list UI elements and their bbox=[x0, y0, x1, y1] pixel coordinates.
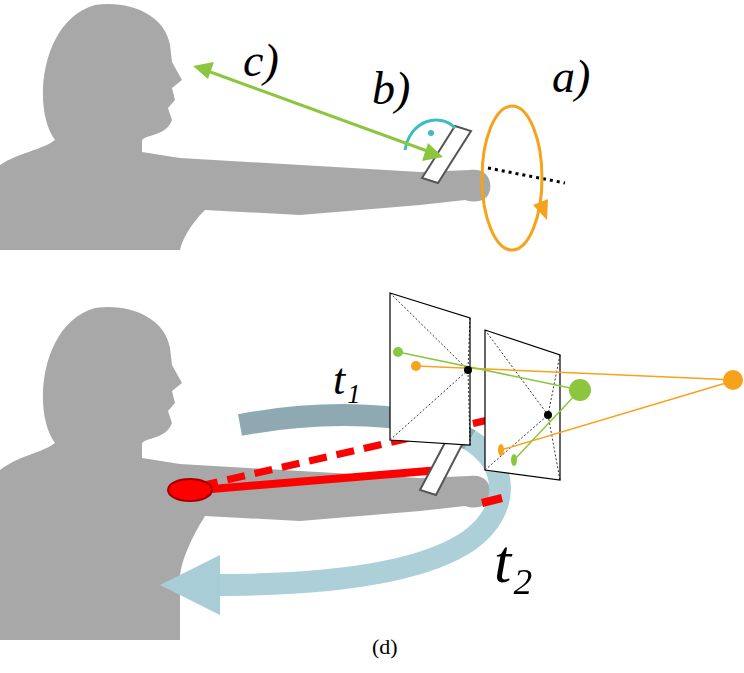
world-point bbox=[723, 370, 743, 390]
arm-line-t2 bbox=[482, 498, 502, 503]
time-label: t₂ bbox=[494, 530, 533, 592]
shoulder-joint bbox=[168, 479, 212, 501]
phone bbox=[422, 126, 471, 183]
arrow-head bbox=[422, 143, 443, 161]
callout-label: b) bbox=[372, 66, 410, 112]
image-point bbox=[511, 454, 517, 466]
callout-label: c) bbox=[243, 38, 279, 84]
arm-line-t2 bbox=[200, 470, 440, 490]
arrow-head bbox=[160, 555, 220, 615]
image-plane bbox=[390, 293, 470, 445]
image-plane bbox=[485, 330, 560, 480]
callout-label: a) bbox=[552, 54, 590, 100]
rotation-axis bbox=[488, 168, 565, 183]
camera-center bbox=[544, 411, 552, 419]
angle-dot bbox=[428, 130, 434, 136]
phone bbox=[420, 437, 464, 495]
figure-caption: (d) bbox=[372, 636, 398, 658]
person-silhouette bbox=[0, 4, 490, 250]
image-point bbox=[393, 347, 403, 357]
camera-center bbox=[464, 366, 472, 374]
arrow-head bbox=[193, 62, 214, 79]
image-point bbox=[411, 361, 421, 371]
time-label: t₁ bbox=[333, 358, 361, 402]
motion-band bbox=[215, 440, 500, 585]
arrow-head bbox=[533, 199, 548, 220]
world-point bbox=[569, 379, 591, 401]
image-point bbox=[498, 444, 504, 456]
rotation-arrow bbox=[482, 106, 542, 250]
